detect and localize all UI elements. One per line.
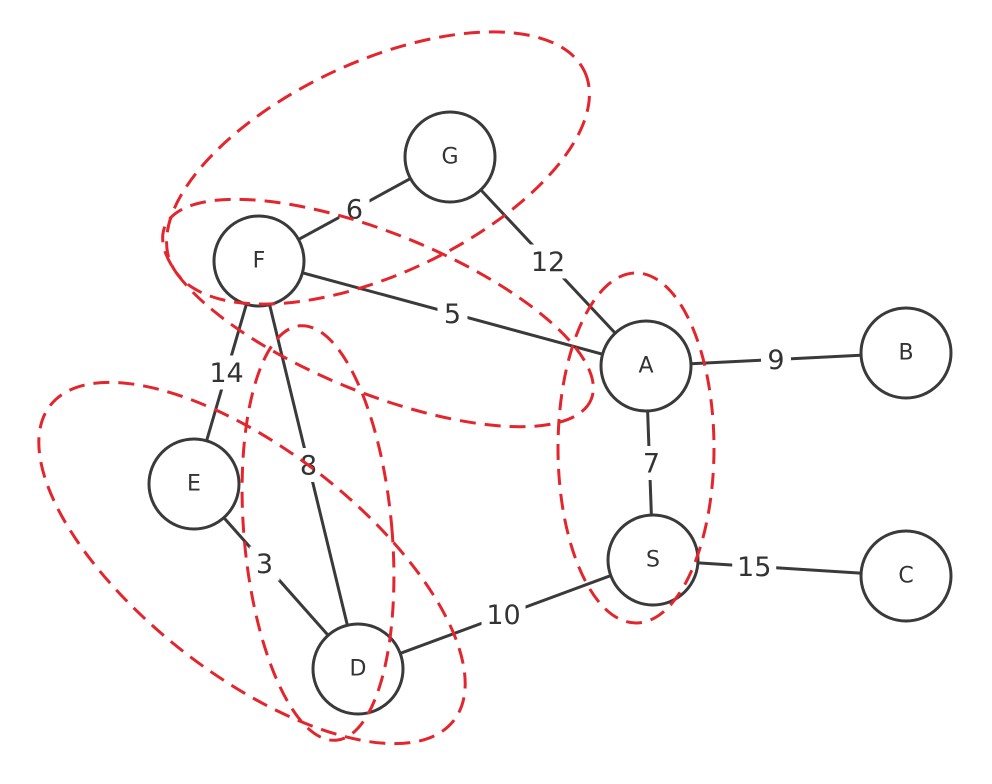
- group-outline-f-a: [161, 197, 595, 429]
- group-outline-f-g: [165, 30, 591, 306]
- node-circle: [599, 319, 693, 413]
- edge-weight-label: 7: [643, 449, 660, 480]
- edge-label-background: [249, 546, 280, 581]
- node-label: S: [646, 548, 660, 573]
- node-circle: [311, 622, 405, 716]
- edge-label-background: [481, 597, 526, 632]
- edge-label-background: [437, 296, 468, 331]
- node-b: B: [859, 306, 953, 400]
- edge-label-background: [204, 355, 249, 390]
- nodes-layer: S A B C D E F G: [147, 110, 953, 716]
- node-d: D: [311, 622, 405, 716]
- node-circle: [212, 214, 306, 308]
- edge-label-background: [761, 342, 791, 377]
- node-label: A: [638, 354, 653, 379]
- node-c: C: [859, 529, 953, 623]
- node-label: D: [350, 657, 367, 682]
- edge-label-background: [732, 549, 777, 584]
- node-label: G: [441, 145, 458, 170]
- node-circle: [859, 306, 953, 400]
- group-outline-e-d: [37, 380, 467, 746]
- edge-weight-label: 5: [444, 299, 461, 330]
- edge-label-background: [339, 192, 370, 226]
- node-s: S: [606, 513, 700, 607]
- node-label: F: [253, 249, 266, 274]
- edge-weight-label: 9: [767, 345, 784, 376]
- node-a: A: [599, 319, 693, 413]
- node-circle: [403, 110, 497, 204]
- node-e: E: [147, 437, 241, 531]
- node-g: G: [403, 110, 497, 204]
- groups-layer: [37, 30, 716, 746]
- group-outline-f-d: [240, 324, 396, 742]
- node-label: B: [898, 341, 913, 366]
- node-f: F: [212, 214, 306, 308]
- edge-weight-label: 12: [531, 247, 565, 278]
- edge-weight-label: 3: [256, 549, 273, 580]
- edge-label-background: [636, 446, 667, 480]
- node-circle: [859, 529, 953, 623]
- node-circle: [147, 437, 241, 531]
- edges-layer: [192, 155, 908, 671]
- group-outline-a-s: [556, 271, 716, 625]
- edge-weight-label: 15: [737, 552, 771, 583]
- edge-weight-label: 10: [486, 600, 520, 631]
- edge-label-background: [526, 244, 570, 279]
- edge-weight-label: 6: [346, 195, 363, 226]
- node-label: E: [187, 472, 201, 497]
- node-circle: [606, 513, 700, 607]
- node-label: C: [898, 564, 913, 589]
- edge-weight-label: 14: [209, 358, 243, 389]
